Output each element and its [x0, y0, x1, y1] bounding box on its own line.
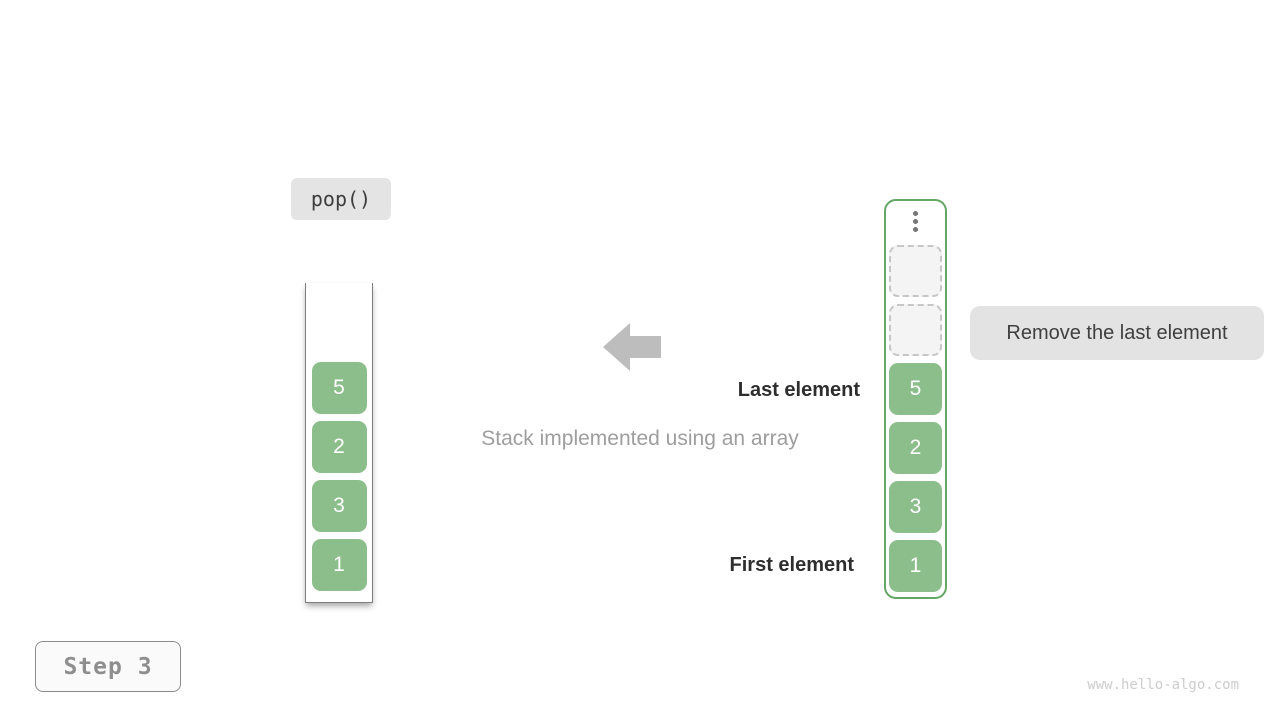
diagram-caption: Stack implemented using an array: [481, 427, 799, 450]
pop-operation-label: pop(): [291, 178, 391, 220]
array-container: 5 2 3 1: [884, 199, 947, 599]
arrow-left-icon: [603, 323, 661, 371]
array-item: 1: [889, 540, 942, 592]
stack-item: 1: [311, 539, 367, 591]
step-badge: Step 3: [35, 641, 181, 692]
stack-item: 3: [311, 480, 367, 532]
array-item: 5: [889, 363, 942, 415]
vertical-ellipsis-icon: [913, 209, 918, 233]
last-element-label: Last element: [737, 379, 860, 401]
stack-item: 2: [311, 421, 367, 473]
array-item: 3: [889, 481, 942, 533]
annotation-label: Remove the last element: [970, 306, 1264, 360]
stack-container: 5 2 3 1: [305, 283, 373, 603]
first-element-label: First element: [729, 554, 854, 576]
array-item: 2: [889, 422, 942, 474]
watermark: www.hello-algo.com: [1087, 677, 1239, 693]
stack-item: 5: [311, 362, 367, 414]
empty-slot: [889, 304, 942, 356]
empty-slot: [889, 245, 942, 297]
